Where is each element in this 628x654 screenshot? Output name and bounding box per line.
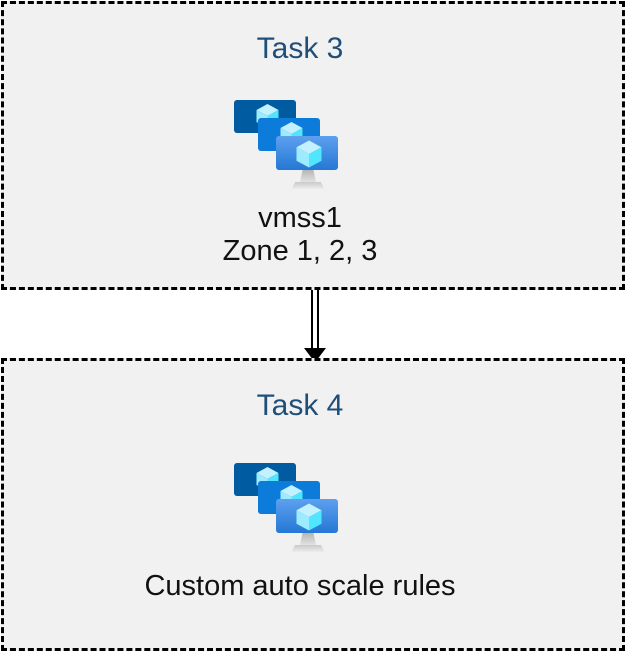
monitor-stand-base xyxy=(291,182,325,189)
vmss-icon xyxy=(234,463,338,552)
task4-box: Task 4 Custom auto xyxy=(1,358,625,651)
down-arrow-icon xyxy=(304,290,326,363)
task4-title: Task 4 xyxy=(256,389,344,422)
autoscale-rules-label: Custom auto scale rules xyxy=(144,570,456,602)
vmss-name-label: vmss1 xyxy=(258,202,342,234)
cube-icon xyxy=(296,140,322,168)
task3-title: Task 3 xyxy=(256,32,344,65)
task3-box: Task 3 vmss1 xyxy=(1,1,625,290)
monitor-stand-neck xyxy=(300,531,316,545)
vmss-icon xyxy=(234,100,338,189)
zone-label: Zone 1, 2, 3 xyxy=(222,235,378,267)
monitor-stand-neck xyxy=(300,168,316,182)
task4-caption: Custom auto scale rules xyxy=(4,570,596,603)
cube-icon xyxy=(296,503,322,531)
monitor-stand-base xyxy=(291,545,325,552)
task3-caption: vmss1 Zone 1, 2, 3 xyxy=(4,202,596,268)
